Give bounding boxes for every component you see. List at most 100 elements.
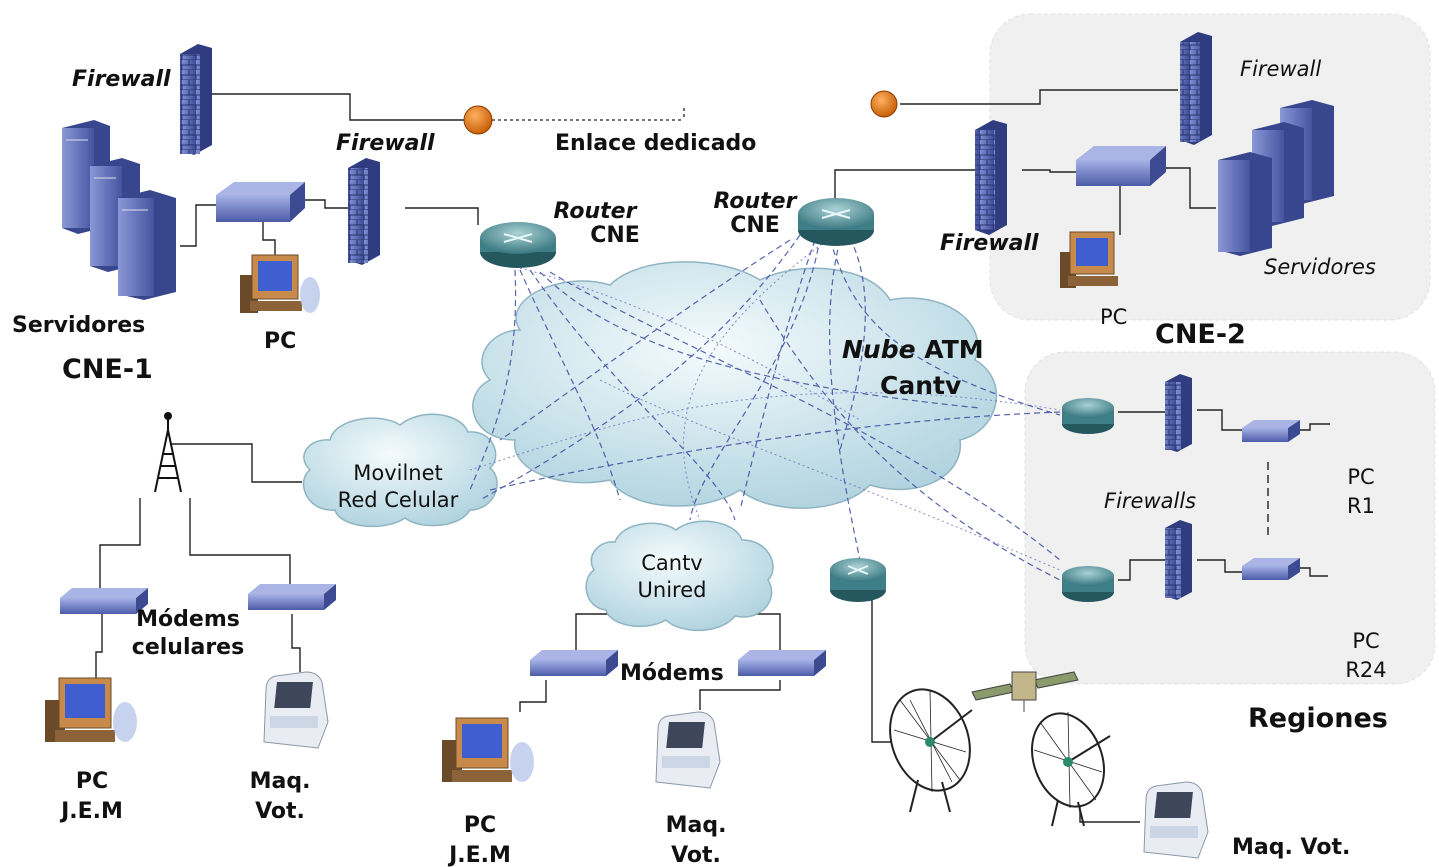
link-r24-router-fw <box>1118 559 1165 581</box>
firewall-2a <box>1180 32 1212 145</box>
label-maq-vot-2: Maq. Vot. <box>656 813 736 867</box>
pc-jem-2-line1: PC <box>463 813 497 838</box>
link-tower-modem2 <box>189 498 291 586</box>
link-router2-fw2b <box>834 169 975 205</box>
maq-vot-1 <box>263 671 329 749</box>
label-pc-1: PC <box>264 329 297 354</box>
modem-unired-2 <box>738 650 826 676</box>
switch-r1 <box>1242 420 1300 442</box>
label-pc-jem-1: PC J.E.M <box>52 769 132 824</box>
servers-cne2 <box>1218 100 1334 256</box>
label-cne-2: CNE-2 <box>1155 319 1246 350</box>
modems-cel-line1: Módems <box>136 607 240 632</box>
pc-jem-2-line2: J.E.M <box>449 843 511 867</box>
movilnet-cloud <box>302 413 498 528</box>
label-firewalls: Firewalls <box>1104 489 1197 513</box>
modems-cel-line2: celulares <box>131 635 245 661</box>
label-router-cne-1: Router CNE <box>540 199 650 249</box>
satellite-dish-2 <box>1031 711 1111 827</box>
label-regiones: Regiones <box>1248 703 1388 734</box>
atm-word: ATM <box>924 335 984 364</box>
label-router-cne-2: Router CNE <box>700 189 810 239</box>
modem-cel-2 <box>248 584 336 610</box>
label-firewall-2b: Firewall <box>940 231 1039 256</box>
router-r1 <box>1062 398 1114 434</box>
label-enlace-dedicado: Enlace dedicado <box>555 131 757 156</box>
label-servidores-2: Servidores <box>1264 255 1376 279</box>
regions-region-bg <box>1024 351 1436 685</box>
link-r1-switch-pc <box>1300 423 1330 431</box>
switch-r24 <box>1242 558 1300 580</box>
label-pc-r24: PC R24 <box>1338 629 1394 683</box>
label-firewall-2a: Firewall <box>1240 57 1322 81</box>
servers-cne1 <box>62 120 176 300</box>
link-modem2-maq <box>291 614 301 672</box>
label-maq-vot-3: Maq. Vot. <box>1232 835 1351 860</box>
pc-r1-line2: R1 <box>1347 494 1375 519</box>
link-fw1b-router1 <box>405 207 479 225</box>
link-switch2-srv2 <box>1165 167 1216 209</box>
router-cne-1-line1: Router <box>553 199 637 224</box>
label-unired: Cantv Unired <box>612 551 732 603</box>
maq-vot-1-line2: Vot. <box>255 799 305 825</box>
unired-line2: Unired <box>637 578 707 603</box>
firewall-1a <box>180 44 212 155</box>
router-r24 <box>1062 566 1114 602</box>
router-satellite <box>830 558 886 602</box>
pc-jem-2 <box>442 717 534 782</box>
unired-line1: Cantv <box>641 551 703 575</box>
unired-cloud <box>585 520 774 632</box>
router-cne-2-line2: CNE <box>730 213 780 239</box>
firewall-1b <box>348 158 380 265</box>
atm-mesh-dotted <box>469 237 1061 571</box>
maq-vot-3 <box>1143 781 1209 859</box>
link-unired-modem1 <box>575 613 612 655</box>
label-modems: Módems <box>620 661 724 686</box>
router-cne-2 <box>798 198 874 246</box>
link-switch1-pc1 <box>262 222 276 258</box>
modem-unired-1 <box>530 650 618 676</box>
movilnet-line1: Movilnet <box>353 461 443 485</box>
pc-cne1 <box>240 254 320 313</box>
router-cne-1 <box>480 222 556 268</box>
pc-jem-1-line1: PC <box>75 769 109 794</box>
label-movilnet: Movilnet Red Celular <box>318 461 478 512</box>
enlace-node-2 <box>870 90 898 118</box>
label-nube-atm: Nube ATM <box>842 336 984 364</box>
label-cne-1: CNE-1 <box>62 354 153 385</box>
label-firewall-1a: Firewall <box>72 67 171 92</box>
label-modems-celulares: Módems celulares <box>128 607 248 661</box>
link-tower-modem1 <box>99 498 141 590</box>
firewall-2b <box>975 120 1007 235</box>
pc-r1-line1: PC <box>1347 465 1375 489</box>
label-cantv: Cantv <box>880 371 962 400</box>
firewall-r24 <box>1165 520 1192 600</box>
label-firewall-1b: Firewall <box>336 131 435 156</box>
pc-jem-1 <box>45 677 137 742</box>
nube-word: Nube <box>842 335 916 364</box>
link-fw1a-node <box>195 93 470 121</box>
pc-r24-line2: R24 <box>1345 658 1387 683</box>
link-srv-switch1 <box>180 204 216 247</box>
link-unired-modem2 <box>752 613 781 650</box>
router-cne-1-line2: CNE <box>590 223 640 249</box>
switch-cne2 <box>1076 146 1166 186</box>
maq-vot-2 <box>655 711 721 789</box>
link-modem-pc3 <box>519 680 547 712</box>
label-maq-vot-1: Maq. Vot. <box>240 769 320 825</box>
link-modem-maq2 <box>699 680 781 710</box>
cell-tower-icon <box>154 412 182 493</box>
atm-cloud <box>472 261 998 509</box>
firewall-r1 <box>1165 374 1192 452</box>
link-fw2b-switch2 <box>1022 169 1078 173</box>
satellite-dish-1 <box>889 688 973 813</box>
pc-cne2 <box>1060 231 1118 288</box>
modem-cel-1 <box>60 588 148 614</box>
label-pc-r1: PC R1 <box>1338 465 1384 519</box>
link-switch1-fw1b <box>305 199 348 209</box>
pc-r24-line1: PC <box>1352 629 1380 653</box>
link-r24-fw-switch <box>1197 559 1242 573</box>
label-pc-2: PC <box>1100 305 1128 329</box>
label-servidores-1: Servidores <box>12 313 146 338</box>
